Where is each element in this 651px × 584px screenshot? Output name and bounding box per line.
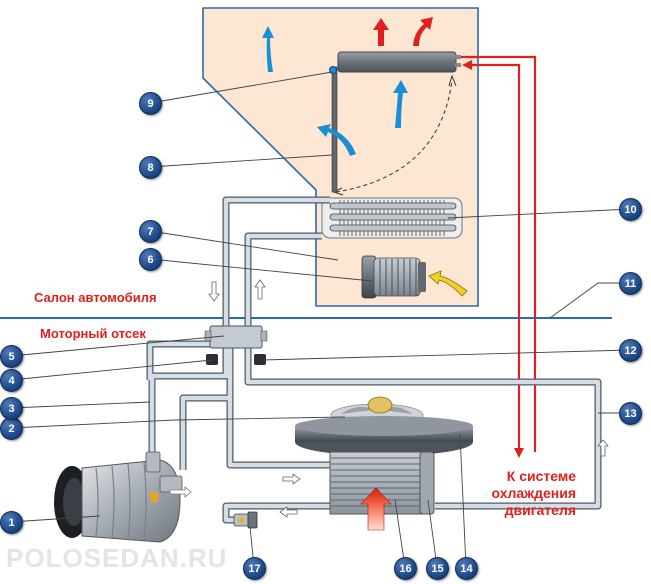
callout-9: 9 — [139, 92, 162, 115]
callout-4: 4 — [0, 369, 23, 392]
callout-1: 1 — [0, 511, 23, 534]
service-port-high — [254, 354, 266, 365]
callout-15: 15 — [426, 557, 449, 580]
engine-bay-label: Моторный отсек — [40, 326, 146, 341]
callout-12: 12 — [619, 339, 642, 362]
callout-13: 13 — [619, 402, 642, 425]
compressor — [54, 451, 183, 543]
air-flap-arc — [335, 79, 453, 193]
callout-6: 6 — [139, 248, 162, 271]
callout-7: 7 — [139, 220, 162, 243]
engine-coolant-label-line3: двигателя — [504, 502, 576, 518]
refrigerant-lines — [146, 196, 602, 524]
evaporator — [321, 197, 463, 239]
callout-16: 16 — [394, 557, 417, 580]
engine-coolant-label-line2: охлаждения — [491, 485, 577, 501]
receiver-drier — [419, 451, 435, 515]
fan-shroud — [295, 416, 473, 456]
callout-8: 8 — [139, 156, 162, 179]
callout-3: 3 — [0, 397, 23, 420]
warm-air-arrows — [373, 17, 433, 46]
service-port-low — [206, 354, 218, 365]
blower-fan — [361, 255, 426, 299]
ram-air-arrow — [360, 487, 392, 531]
callout-17: 17 — [243, 557, 266, 580]
heater-core — [337, 51, 457, 73]
coolant-line-out — [461, 55, 537, 452]
cold-air-arrows — [262, 26, 408, 156]
intake-air-arrow — [428, 270, 468, 297]
callout-10: 10 — [619, 198, 642, 221]
callout-5: 5 — [0, 345, 23, 368]
callout-2: 2 — [0, 417, 23, 440]
engine-coolant-label: К системе охлаждения двигателя — [436, 468, 577, 519]
callout-11: 11 — [619, 272, 642, 295]
callout-14: 14 — [455, 557, 478, 580]
flow-arrows — [208, 279, 609, 518]
cabin-label: Салон автомобиля — [34, 290, 157, 305]
engine-coolant-label-line1: К системе — [506, 468, 576, 484]
coolant-line-in — [470, 63, 521, 452]
pressure-sensor — [233, 511, 258, 529]
watermark: POLOSEDAN.RU — [6, 543, 228, 573]
